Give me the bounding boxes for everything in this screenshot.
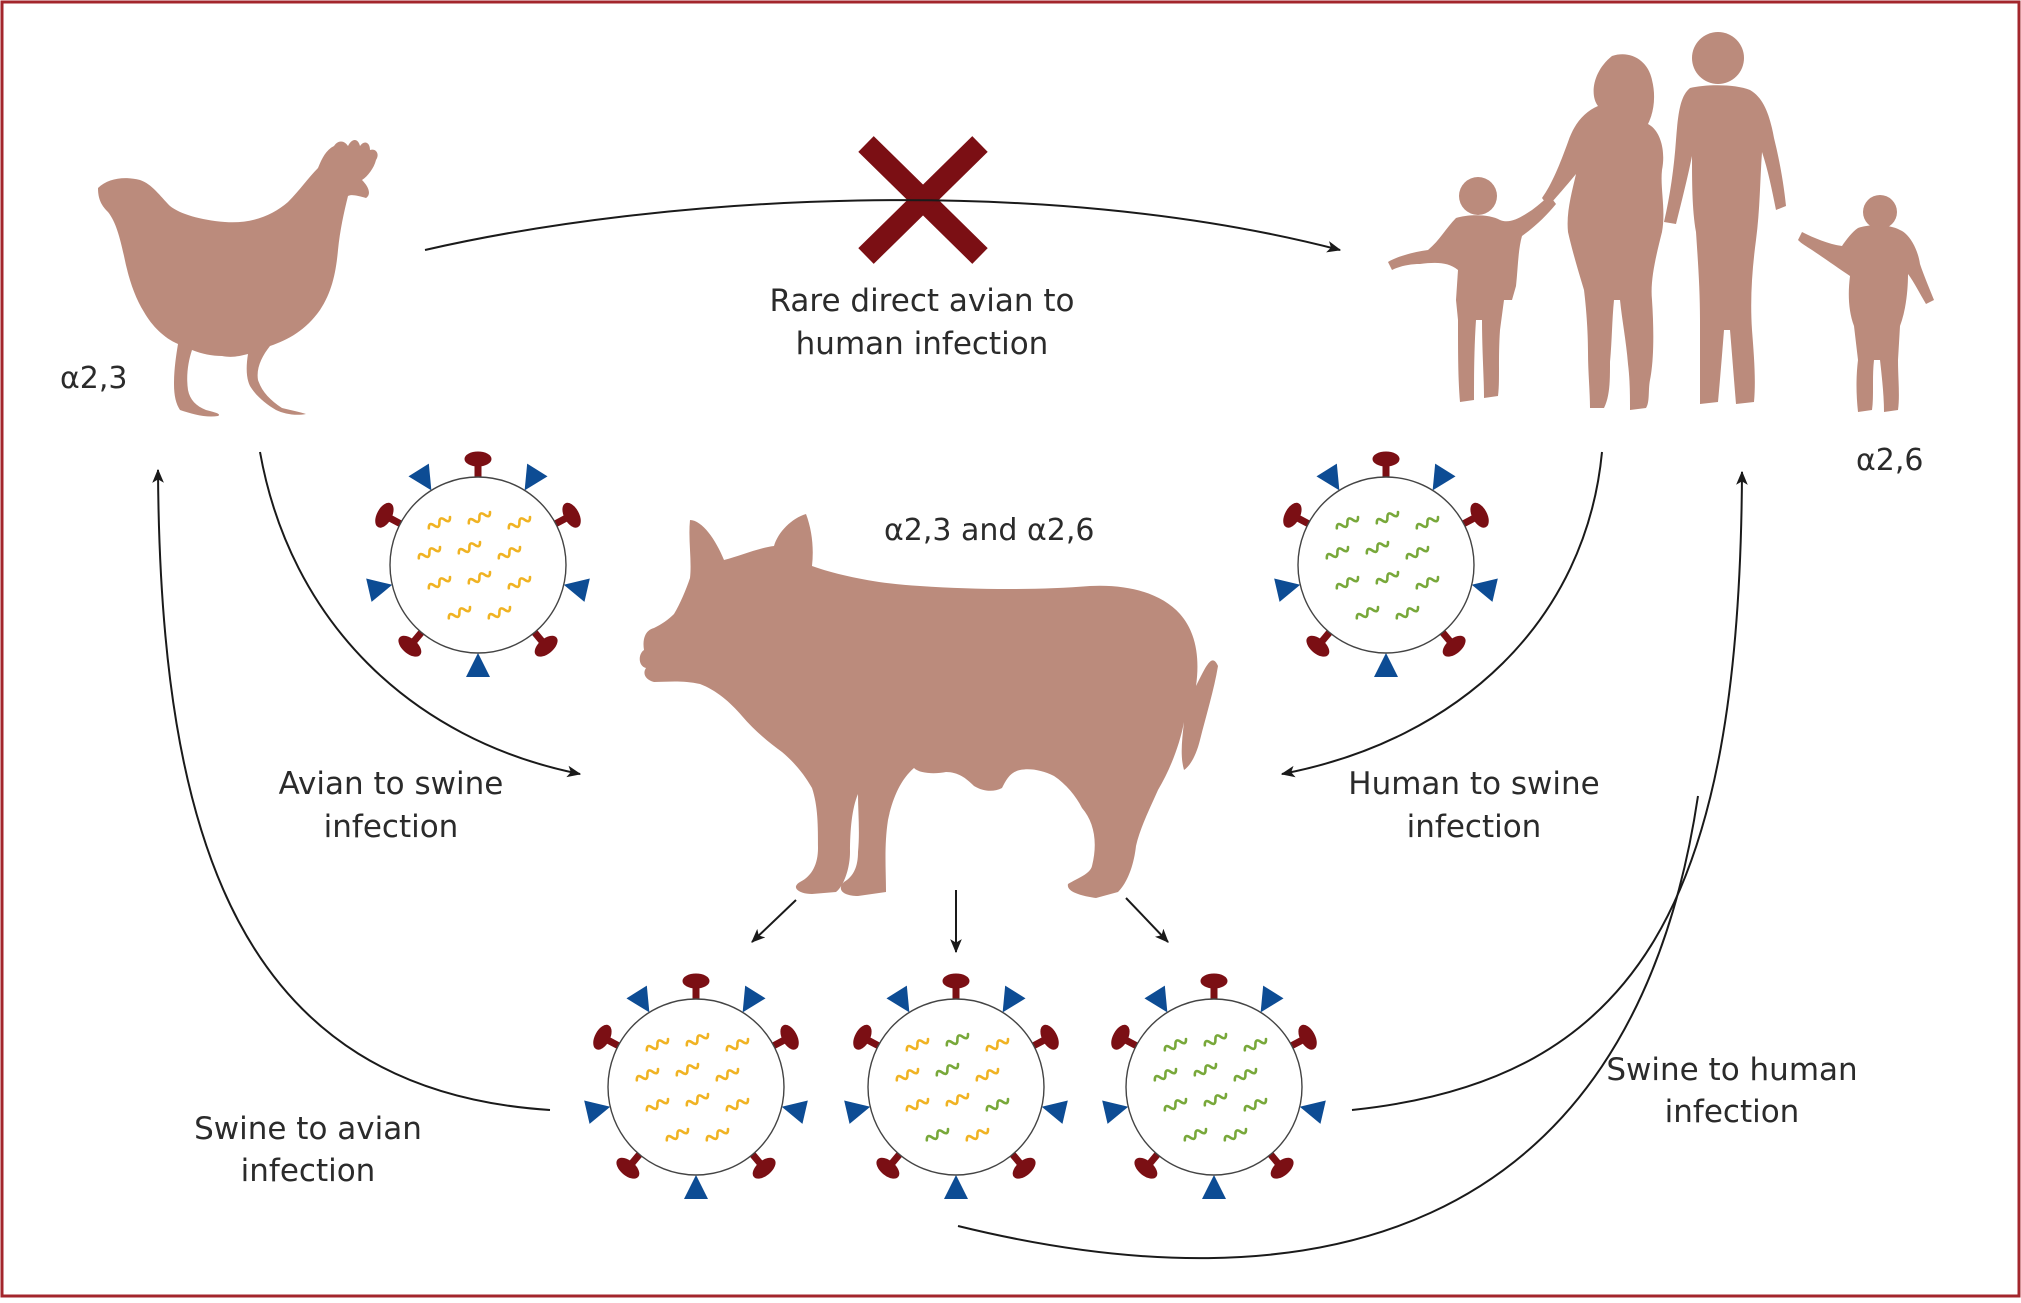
rare-direct-label-line1: Rare direct avian to (770, 283, 1075, 319)
chicken-receptor-label: α2,3 (60, 361, 128, 396)
human-family-silhouette-icon (1388, 32, 1934, 412)
influenza-virus-icon (1274, 452, 1498, 677)
avian-to-swine-label-line1: Avian to swine (279, 766, 504, 802)
swine-to-avian-label-line1: Swine to avian (194, 1111, 422, 1147)
avian-to-swine-label-line2: infection (324, 809, 459, 845)
human-receptor-label: α2,6 (1856, 443, 1924, 478)
influenza-virus-icon (584, 974, 808, 1199)
arrow-reassortant-to-human (957, 795, 1699, 1260)
swine-to-human-label-line1: Swine to human (1606, 1052, 1857, 1088)
influenza-virus-icon (1102, 974, 1326, 1199)
human-to-swine-label-line2: infection (1407, 809, 1542, 845)
arrow-avian-to-swine (259, 451, 582, 778)
arrow-direct-avian-human (424, 199, 1342, 253)
influenza-virus-icon (366, 452, 590, 677)
swine-to-human-label-line2: infection (1665, 1094, 1800, 1130)
arrows (152, 199, 1748, 1260)
swine-to-avian-label-line2: infection (241, 1153, 376, 1189)
rare-direct-label-line2: human infection (796, 326, 1049, 362)
arrow-swine-to-avian (152, 468, 551, 1111)
chicken-silhouette-icon (98, 140, 378, 417)
influenza-virus-icon (844, 974, 1068, 1199)
arrow-pig-to-virus-left (751, 899, 797, 943)
arrow-swine-to-human (1351, 470, 1748, 1111)
pig-silhouette-icon (639, 514, 1218, 898)
pig-receptor-label: α2,3 and α2,6 (884, 513, 1094, 548)
arrow-pig-to-virus-right (1125, 897, 1169, 943)
human-to-swine-label-line1: Human to swine (1348, 766, 1599, 802)
arrow-human-to-swine (1280, 451, 1603, 778)
